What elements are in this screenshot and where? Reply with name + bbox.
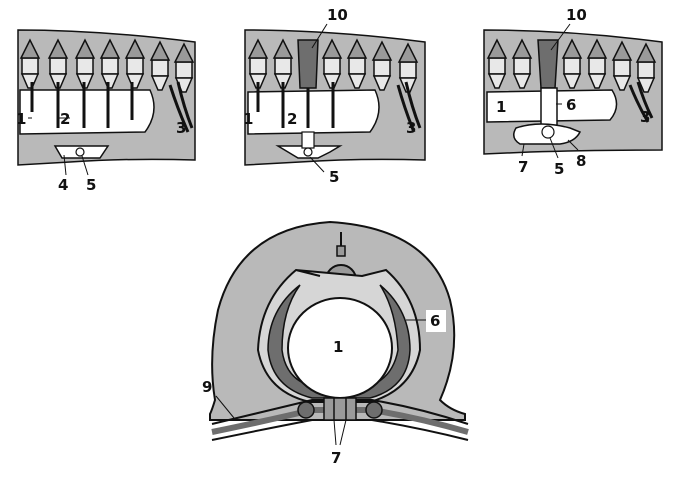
panel-a-label-2: 2 [60,110,70,128]
panel-a-label-3: 3 [176,119,186,137]
cross-section: 1 6 9 7 [202,220,469,467]
panel-b-coelom [247,89,380,135]
panel-b-label-10: 10 [327,6,348,24]
panel-a-label-4: 4 [58,176,68,194]
panel-a-coelom [19,89,155,135]
panel-a: 1 2 3 4 5 [16,29,196,194]
panel-c: 10 1 6 3 7 5 8 [483,6,663,178]
section-ventral-block [323,397,357,421]
panel-c-label-7: 7 [518,158,528,176]
panel-c-label-5: 5 [554,160,564,178]
panel-b-label-1: 1 [243,110,253,128]
panel-b-label-5: 5 [329,168,339,186]
panel-a-gut [53,145,110,159]
panel-a-label-1: 1 [16,110,26,128]
panel-c-label-1: 1 [496,98,506,116]
panel-c-label-8: 8 [576,152,586,170]
panel-b-gut [275,131,343,159]
panel-c-label-10: 10 [566,6,587,24]
section-label-7: 7 [331,449,341,467]
section-dark-ring [267,284,411,399]
panel-b-label-3: 3 [406,119,416,137]
panel-a-label-5: 5 [86,176,96,194]
panel-b-neural-crest [297,39,319,89]
section-label-1: 1 [333,338,343,356]
panel-c-adrenal-column [540,87,558,129]
section-label-9: 9 [202,378,212,396]
panel-c-label-6: 6 [566,96,576,114]
panel-b-label-2: 2 [287,110,297,128]
panel-c-neural-crest [537,39,559,89]
panel-a-nephric-tubules [30,81,194,133]
panel-c-label-3: 3 [640,108,650,126]
panel-b: 10 1 2 3 5 [243,6,426,186]
section-label-6: 6 [430,312,440,330]
